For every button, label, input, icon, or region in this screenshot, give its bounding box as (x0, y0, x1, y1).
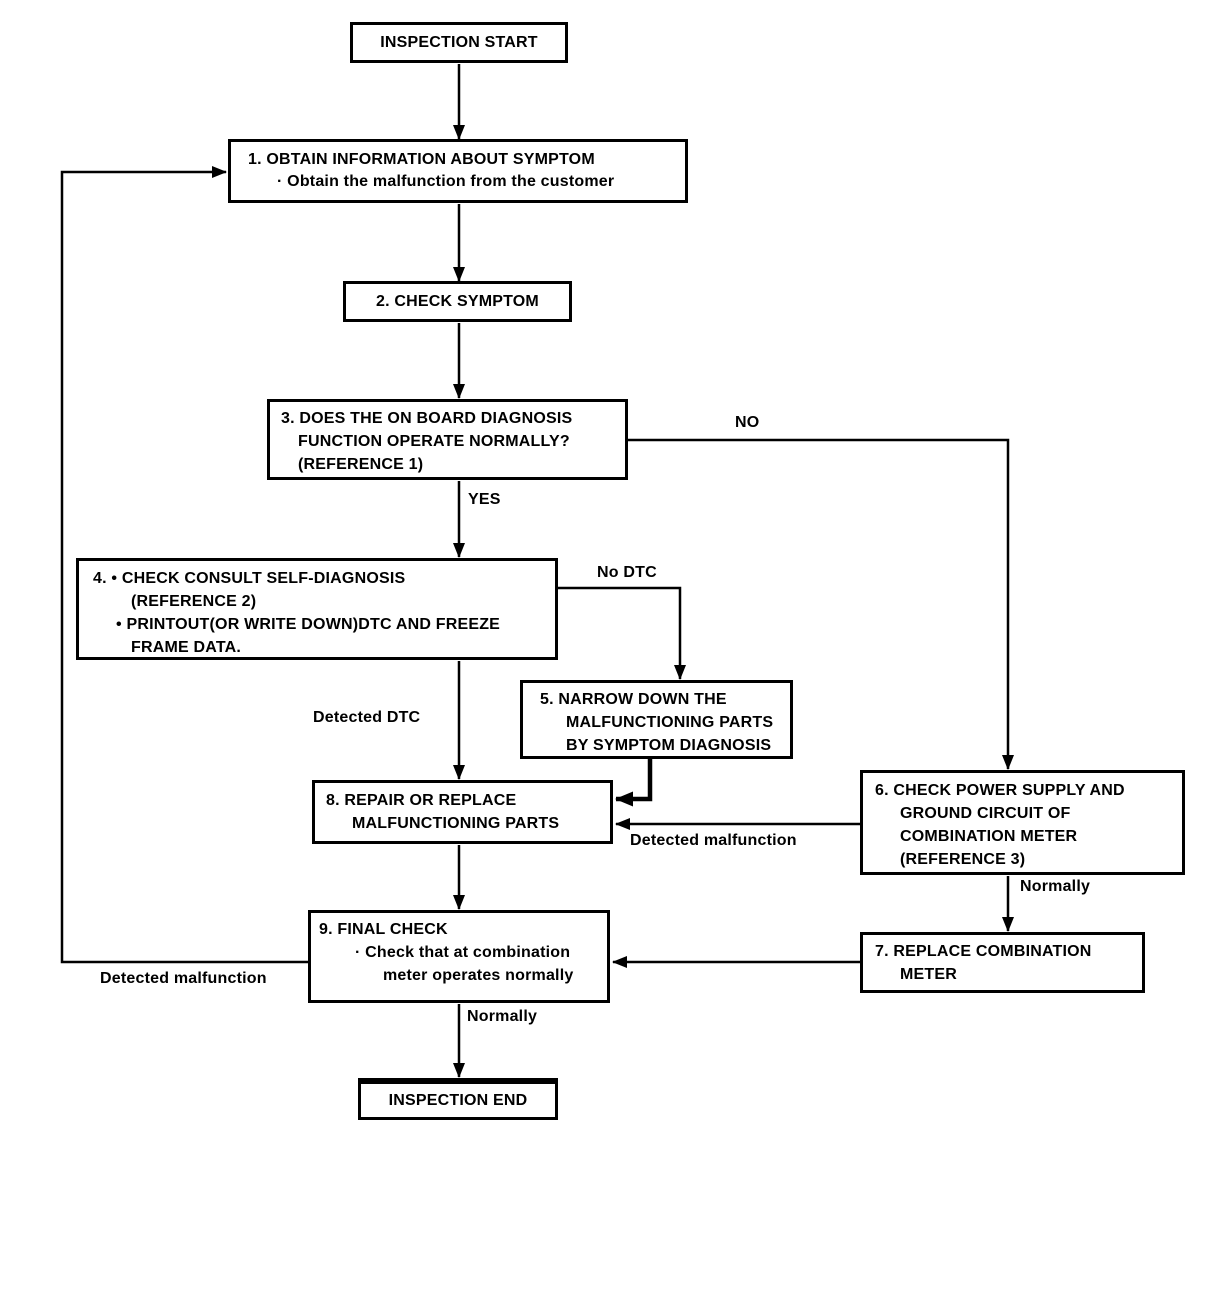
node-line: 7. REPLACE COMBINATION (875, 943, 1092, 960)
node-line: 5. NARROW DOWN THE (540, 691, 727, 708)
node-line: 4. • CHECK CONSULT SELF-DIAGNOSIS (93, 570, 406, 587)
node-step-6-check-power-supply: 6. CHECK POWER SUPPLY AND GROUND CIRCUIT… (860, 770, 1185, 875)
node-line: 9. FINAL CHECK (319, 921, 448, 938)
node-line: FRAME DATA. (131, 639, 242, 656)
edge-label-normally-bottom: Normally (467, 1008, 538, 1025)
node-line: · Check that at combination (355, 944, 571, 961)
edge-label-detected-dtc: Detected DTC (313, 709, 421, 726)
connector-step5-to-step8 (615, 759, 653, 807)
edge-label-normally-right: Normally (1020, 878, 1091, 895)
node-line: (REFERENCE 1) (298, 456, 424, 473)
node-step-8-repair-or-replace: 8. REPAIR OR REPLACE MALFUNCTIONING PART… (312, 780, 613, 844)
node-line: GROUND CIRCUIT OF (900, 805, 1071, 822)
node-line: COMBINATION METER (900, 828, 1078, 845)
node-line: 1. OBTAIN INFORMATION ABOUT SYMPTOM (248, 151, 595, 168)
node-label: INSPECTION END (388, 1092, 528, 1109)
node-step-9-final-check: 9. FINAL CHECK · Check that at combinati… (308, 910, 610, 1003)
connector-step4-to-step5-no-dtc (558, 586, 686, 680)
node-line: MALFUNCTIONING PARTS (566, 714, 774, 731)
node-step-1-obtain-information: 1. OBTAIN INFORMATION ABOUT SYMPTOM · Ob… (228, 139, 688, 203)
node-inspection-start: INSPECTION START (350, 22, 568, 63)
node-line: • PRINTOUT(OR WRITE DOWN)DTC AND FREEZE (116, 616, 501, 633)
node-line: · Obtain the malfunction from the custom… (277, 173, 615, 190)
edge-label-yes: YES (468, 491, 501, 508)
edge-label-detected-malfunction-right: Detected malfunction (630, 832, 797, 849)
node-line: meter operates normally (383, 967, 574, 984)
node-label: 2. CHECK SYMPTOM (376, 293, 539, 310)
node-line: (REFERENCE 2) (131, 593, 257, 610)
node-line: BY SYMPTOM DIAGNOSIS (566, 737, 772, 754)
node-step-7-replace-combination-meter: 7. REPLACE COMBINATION METER (860, 932, 1145, 993)
node-step-5-narrow-down-parts: 5. NARROW DOWN THE MALFUNCTIONING PARTS … (520, 680, 793, 759)
node-line: 6. CHECK POWER SUPPLY AND (875, 782, 1125, 799)
node-line: FUNCTION OPERATE NORMALLY? (298, 433, 570, 450)
node-step-2-check-symptom: 2. CHECK SYMPTOM (343, 281, 572, 322)
node-line: METER (900, 966, 957, 983)
edge-label-detected-malfunction-left: Detected malfunction (100, 970, 267, 987)
edge-label-no: NO (735, 414, 760, 431)
edge-label-no-dtc: No DTC (597, 564, 657, 581)
connector-step9-to-step1-detected-malfunction (60, 166, 308, 964)
node-line: (REFERENCE 3) (900, 851, 1026, 868)
node-line: 8. REPAIR OR REPLACE (326, 792, 517, 809)
node-line: 3. DOES THE ON BOARD DIAGNOSIS (281, 410, 573, 427)
node-step-4-consult-self-diagnosis: 4. • CHECK CONSULT SELF-DIAGNOSIS (REFER… (76, 558, 558, 660)
connector-step3-to-step6-no (628, 438, 1014, 770)
node-step-3-on-board-diagnosis: 3. DOES THE ON BOARD DIAGNOSIS FUNCTION … (267, 399, 628, 480)
node-line: MALFUNCTIONING PARTS (352, 815, 560, 832)
node-inspection-end: INSPECTION END (358, 1078, 558, 1120)
node-label: INSPECTION START (380, 34, 538, 51)
